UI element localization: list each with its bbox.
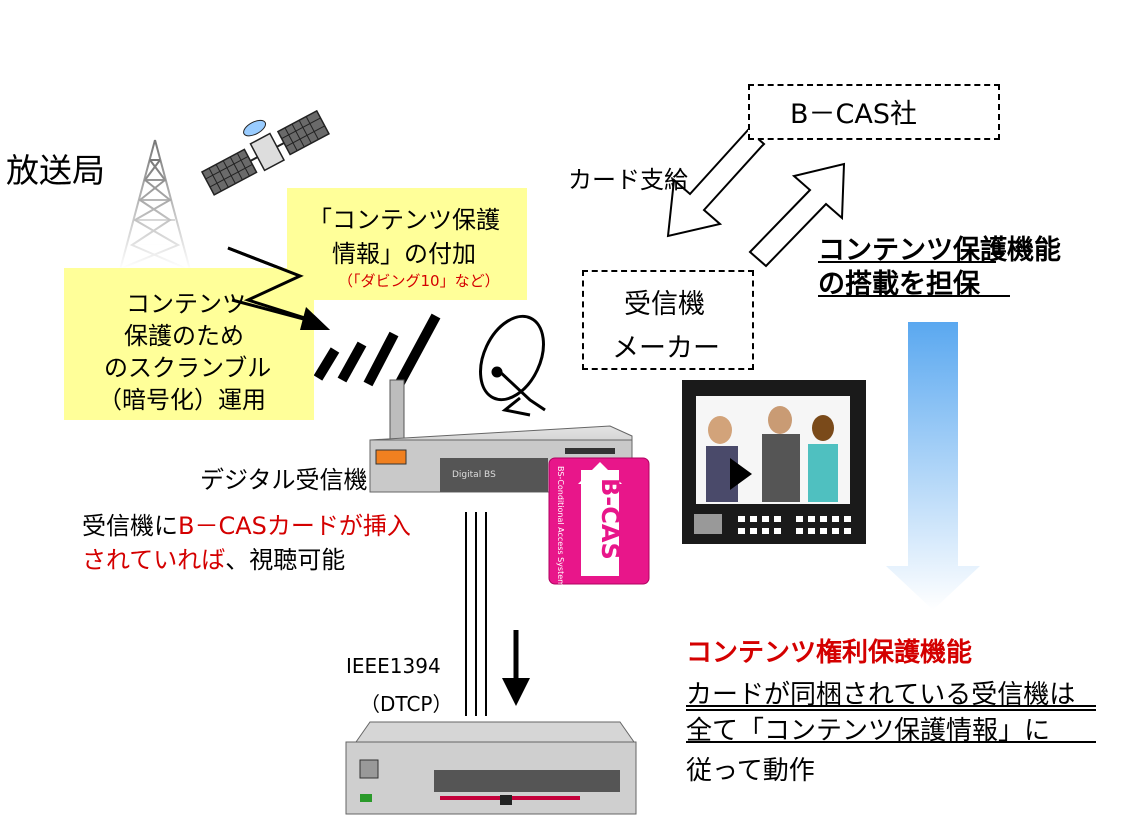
bcas-company-box: [748, 84, 1000, 140]
dubbing-label: （「ダビング10」など）: [338, 272, 500, 290]
scramble-line3: のスクランブル: [104, 354, 272, 382]
insert-line2-black: 、視聴可能: [225, 546, 346, 574]
tv-monitor-icon: [682, 380, 866, 544]
scramble-line1: コンテンツ: [126, 290, 246, 318]
rights-line1: カードが同梱されている受信機は: [686, 680, 1076, 710]
digital-receiver-label: デジタル受信機: [200, 466, 368, 494]
dtcp-label: （DTCP）: [360, 692, 453, 716]
card-supply-label: カード支給: [568, 166, 688, 194]
satellite-icon: [200, 109, 330, 196]
maker-box: [582, 270, 754, 370]
ieee-label: IEEE1394: [346, 654, 441, 678]
scramble-line4: （暗号化）運用: [98, 386, 266, 414]
down-arrow-icon: [502, 630, 530, 706]
insert-line2-red: されていれば: [82, 546, 226, 574]
recorder-icon: [345, 721, 637, 815]
ieee1394-cable: [465, 512, 487, 716]
guarantee-line2: の搭載を担保: [818, 269, 980, 300]
station-label: 放送局: [6, 151, 105, 190]
rights-line3: 従って動作: [686, 756, 815, 786]
protect-info-box: [287, 188, 527, 300]
maker-line2: メーカー: [612, 333, 720, 364]
antenna-icon: [313, 313, 441, 395]
gradient-down-arrow: [886, 322, 980, 610]
protect-info-line2: 情報」の付加: [332, 240, 476, 268]
bcas-company-label: B－CAS社: [790, 99, 917, 130]
scramble-line2: 保護のため: [124, 322, 244, 350]
satellite-dish-icon: [479, 314, 546, 417]
rights-title: コンテンツ権利保護機能: [686, 638, 973, 668]
bcas-card-icon: [548, 457, 650, 585]
insert-line1-black: 受信機に: [82, 512, 178, 540]
maker-line1: 受信機: [624, 289, 705, 320]
broadcast-tower-icon: [119, 90, 191, 271]
guarantee-line1: コンテンツ保護機能: [818, 235, 1061, 266]
receiver-panel-label: Digital BS: [452, 470, 496, 480]
scramble-box: [64, 268, 314, 420]
bcas-card-side-text: BS-Conditional Access Systems: [556, 466, 565, 592]
insert-line1: 受信機にB－CASカードが挿入: [82, 506, 411, 541]
guarantee-arrow: [748, 162, 846, 268]
card-supply-arrow: [666, 128, 766, 238]
bcas-card-text: B-CAS: [596, 478, 624, 560]
rights-line2: 全て「コンテンツ保護情報」に: [686, 716, 1051, 746]
protect-info-line1: 「コンテンツ保護: [308, 206, 500, 234]
insert-line2: されていれば、視聴可能: [82, 540, 345, 575]
insert-line1-red: B－CASカードが挿入: [178, 512, 411, 540]
